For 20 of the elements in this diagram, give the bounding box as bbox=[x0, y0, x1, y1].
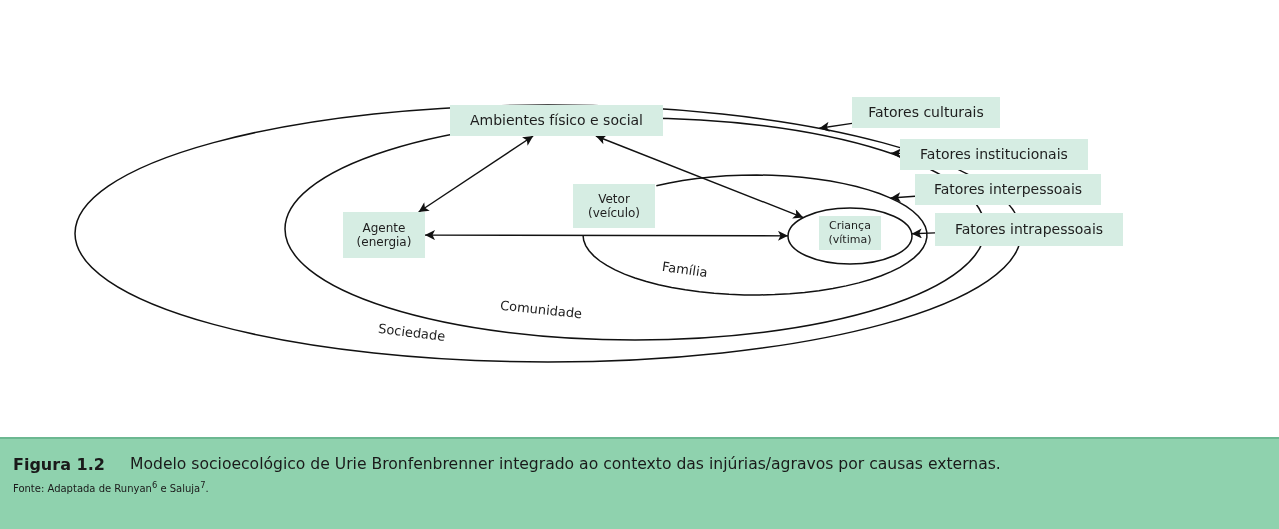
highlighted-label: Fatores intrapessoais bbox=[935, 213, 1123, 246]
arrow bbox=[889, 192, 916, 203]
highlighted-label: Fatores culturais bbox=[852, 97, 1000, 128]
arrow bbox=[911, 228, 936, 239]
arrow bbox=[818, 121, 853, 132]
highlighted-label: Fatores interpessoais bbox=[915, 174, 1101, 205]
ring-label: Família bbox=[661, 258, 709, 281]
highlighted-label: Fatores institucionais bbox=[900, 139, 1088, 170]
highlighted-label: Vetor (veículo) bbox=[573, 184, 655, 228]
arrow bbox=[595, 135, 804, 219]
arrow bbox=[890, 148, 902, 159]
figure-number: Figura 1.2 bbox=[13, 455, 105, 474]
arrow bbox=[424, 230, 789, 241]
ring-label: Sociedade bbox=[377, 320, 447, 345]
highlighted-label: Agente (energia) bbox=[343, 212, 425, 258]
arrow bbox=[417, 135, 534, 213]
ring-label: Comunidade bbox=[499, 297, 583, 322]
highlighted-label: Criança (vítima) bbox=[819, 216, 881, 250]
source-note: Fonte: Adaptada de Runyan$^{6}$ e Saluja$^{7}$. bbox=[13, 480, 209, 495]
figure-caption: Modelo socioecológico de Urie Bronfenbrenner integrado ao contexto das injúrias/agravos por causas externas. bbox=[130, 455, 1001, 473]
